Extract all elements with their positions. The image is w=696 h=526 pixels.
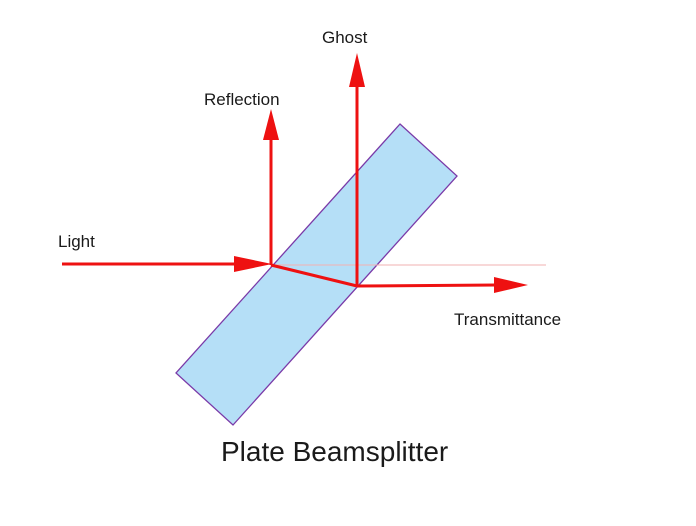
beamsplitter-plate — [175, 123, 458, 426]
ghost-label: Ghost — [322, 28, 368, 47]
transmittance-beam-arrowhead — [494, 277, 528, 293]
ghost-beam-arrowhead — [349, 53, 365, 87]
reflection-label: Reflection — [204, 90, 280, 109]
transmittance-label: Transmittance — [454, 310, 561, 329]
transmittance-beam — [356, 283, 498, 288]
reflection-beam-arrowhead — [263, 109, 279, 140]
refracted-beam — [270, 263, 358, 288]
light-beam-arrowhead — [234, 256, 272, 272]
diagram-title: Plate Beamsplitter — [221, 436, 448, 467]
light-label: Light — [58, 232, 95, 251]
